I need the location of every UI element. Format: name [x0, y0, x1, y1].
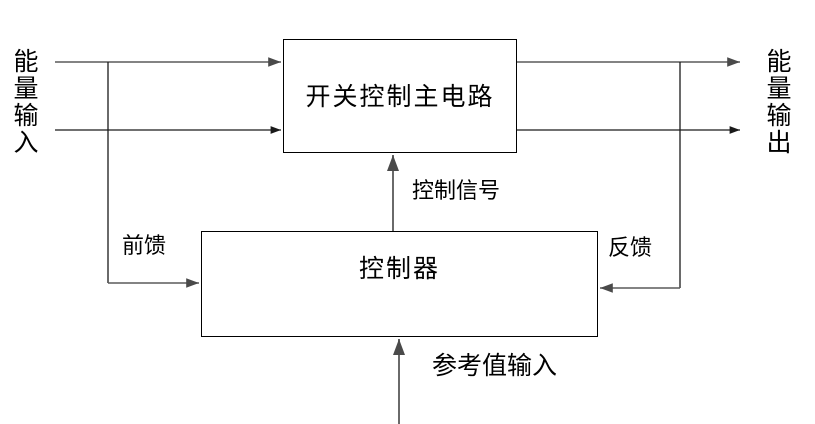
- label-energy-output: 能 量 输 出: [763, 48, 795, 156]
- block-main-circuit-label: 开关控制主电路: [305, 81, 495, 111]
- block-controller-label: 控制器: [358, 253, 440, 283]
- label-energy-input-char-2: 量: [13, 74, 39, 103]
- label-feedforward: 前馈: [122, 234, 167, 259]
- label-energy-input-char-1: 能: [13, 47, 39, 76]
- label-energy-input-char-3: 输: [13, 101, 39, 130]
- block-main-circuit[interactable]: 开关控制主电路: [283, 39, 517, 153]
- label-energy-output-char-2: 量: [766, 74, 792, 103]
- label-control-signal: 控制信号: [412, 179, 501, 204]
- label-feedback: 反馈: [608, 236, 653, 261]
- label-energy-input-char-4: 入: [13, 128, 39, 157]
- label-energy-output-char-3: 输: [766, 101, 792, 130]
- label-energy-output-char-1: 能: [766, 47, 792, 76]
- block-controller[interactable]: 控制器: [201, 231, 598, 337]
- label-reference-input: 参考值输入: [432, 351, 558, 380]
- label-energy-input: 能 量 输 入: [10, 48, 42, 156]
- label-energy-output-char-4: 出: [766, 128, 792, 157]
